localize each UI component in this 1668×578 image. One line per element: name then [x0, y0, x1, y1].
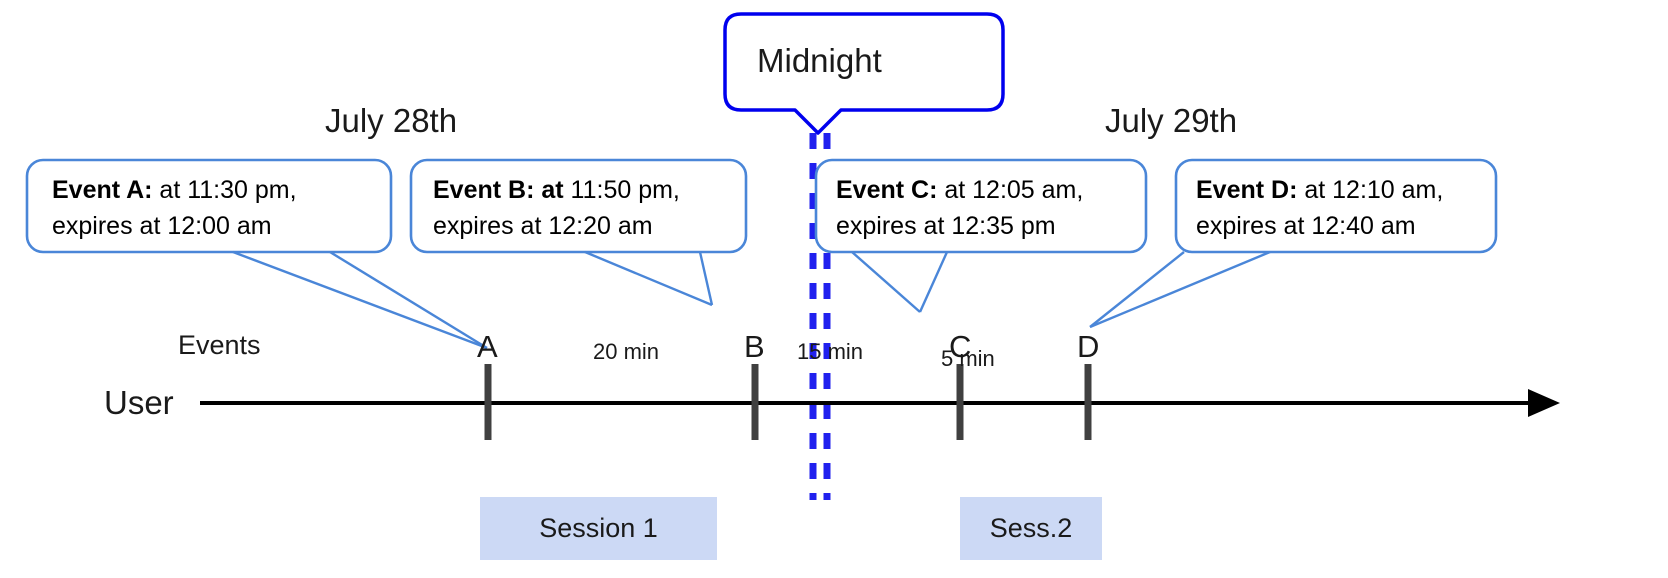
midnight-callout-shape — [723, 12, 1005, 135]
event-a-line2: expires at 12:00 am — [52, 212, 272, 240]
event-b-line2: expires at 12:20 am — [433, 212, 653, 240]
row-label-events: Events — [178, 330, 261, 360]
event-c-bold: Event C: — [836, 176, 938, 204]
timeline-tick-marks — [484, 364, 1092, 440]
tick-label-a: A — [477, 329, 498, 364]
tick-label-d: D — [1077, 329, 1100, 364]
event-a-bold: Event A: — [52, 176, 153, 204]
session-2-label: Sess.2 — [989, 513, 1073, 543]
event-c-callout-text: Event C: at 12:05 am, expires at 12:35 p… — [836, 172, 1083, 244]
event-a-line1-rest: at 11:30 pm, — [152, 176, 297, 204]
event-b-line1-rest: 11:50 pm, — [563, 176, 680, 204]
tick-label-b: B — [744, 329, 765, 364]
timeline-axis — [200, 389, 1560, 417]
gap-label-b-c: 15 min — [797, 339, 864, 364]
tick-label-c: C — [949, 329, 972, 364]
event-b-callout-text: Event B: at 11:50 pm, expires at 12:20 a… — [433, 172, 680, 244]
event-a-callout-box — [25, 158, 393, 254]
event-d-bold: Event D: — [1196, 176, 1298, 204]
event-d-callout-box — [1174, 158, 1498, 254]
session-box-1: Session 1 — [480, 497, 717, 560]
event-a-callout-text: Event A: at 11:30 pm, expires at 12:00 a… — [52, 172, 297, 244]
event-d-callout-text: Event D: at 12:10 am, expires at 12:40 a… — [1196, 172, 1443, 244]
event-c-line1-rest: at 12:05 am, — [937, 176, 1084, 204]
gap-label-a-b: 20 min — [593, 339, 660, 364]
callout-leader-lines — [232, 250, 1271, 350]
event-b-bold: Event B: at — [433, 176, 564, 204]
session-box-2: Sess.2 — [960, 497, 1102, 560]
event-c-callout-box — [814, 158, 1148, 254]
midnight-label: Midnight — [757, 42, 882, 79]
session-1-label: Session 1 — [539, 513, 658, 543]
row-label-user: User — [104, 384, 174, 421]
gap-label-c-d: 5 min — [941, 346, 995, 371]
date-label-july-29: July 29th — [1105, 102, 1238, 139]
event-d-line1-rest: at 12:10 am, — [1297, 176, 1444, 204]
event-b-callout-box — [409, 158, 748, 254]
event-c-line2: expires at 12:35 pm — [836, 212, 1056, 240]
date-label-july-28: July 28th — [325, 102, 458, 139]
event-d-line2: expires at 12:40 am — [1196, 212, 1416, 240]
